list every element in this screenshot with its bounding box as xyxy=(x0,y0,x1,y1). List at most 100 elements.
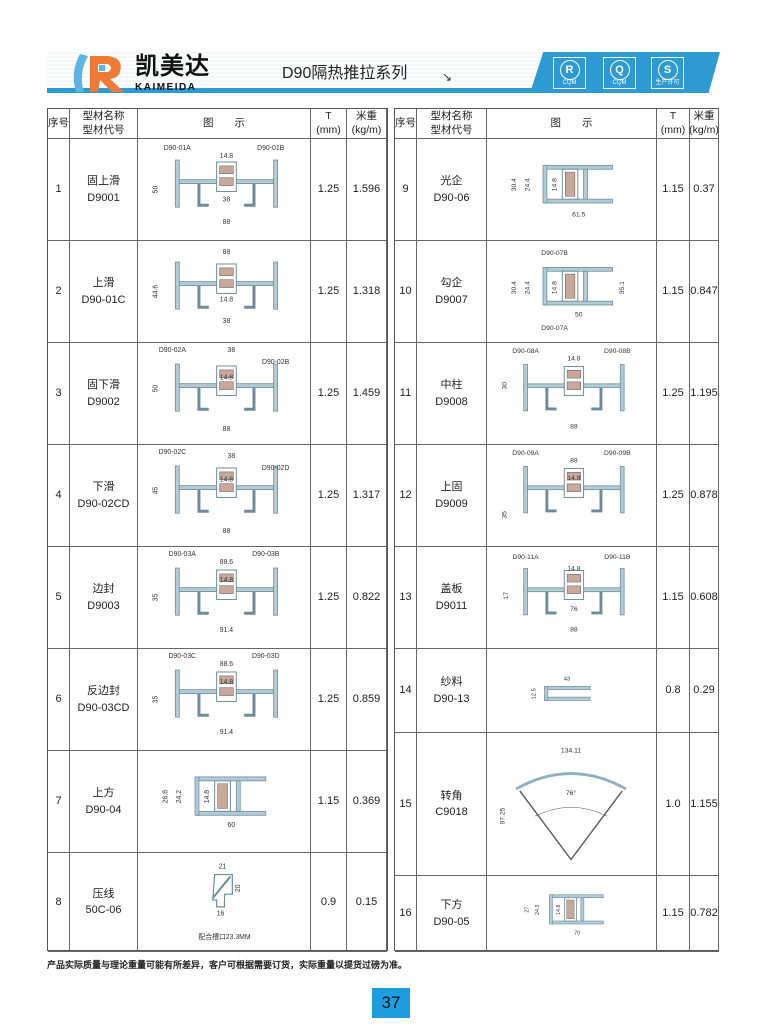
weight-cell: 0.782 xyxy=(690,876,719,952)
dimension-label: 88 xyxy=(570,423,578,430)
thickness-cell: 0.9 xyxy=(311,853,347,952)
dimension-label: D90-08B xyxy=(604,348,631,355)
name-cell: 固下滑 D9002 xyxy=(70,343,138,445)
row-number: 14 xyxy=(399,684,412,697)
thickness-cell: 1.15 xyxy=(657,139,690,241)
profile-code: D9009 xyxy=(435,497,468,510)
profile-code: 50C-06 xyxy=(85,904,122,916)
dimension-label: 88 xyxy=(223,528,231,535)
thickness-cell: 0.8 xyxy=(657,649,690,733)
dimension-label: 88 xyxy=(223,219,231,226)
row-number: 1 xyxy=(55,183,62,196)
column-header-weight: 米重 (kg/m) xyxy=(689,109,719,139)
weight-value: 0.782 xyxy=(690,907,718,920)
profile-shape xyxy=(174,261,278,310)
weight-cell: 1.459 xyxy=(347,343,387,445)
dimension-label: D90-09B xyxy=(604,450,631,457)
row-number: 15 xyxy=(399,797,412,810)
dimension-label: 16 xyxy=(217,911,225,918)
row-number: 16 xyxy=(399,907,412,920)
profile-code: D9002 xyxy=(87,395,120,408)
profile-name: 转角 xyxy=(440,789,463,802)
no-cell: 10 xyxy=(395,241,417,343)
row-number: 7 xyxy=(55,795,62,808)
dimension-label: D90-09A xyxy=(512,450,539,457)
thickness-value: 1.25 xyxy=(317,489,340,502)
dimension-label: 38 xyxy=(223,196,231,203)
dimension-label: 30 xyxy=(501,382,508,390)
header-rule xyxy=(47,88,692,93)
profile-shape xyxy=(174,363,278,412)
weight-cell: 1.195 xyxy=(690,343,719,445)
row-number: 9 xyxy=(402,183,409,196)
profile-name: 固下滑 xyxy=(87,379,120,391)
thickness-cell: 1.25 xyxy=(311,445,347,547)
cert-mark: Q xyxy=(609,59,630,80)
weight-value: 0.369 xyxy=(352,795,381,808)
row-number: 6 xyxy=(55,693,62,706)
weight-value: 0.847 xyxy=(690,285,718,298)
name-cell: 光企 D90-06 xyxy=(417,139,487,241)
row-number: 5 xyxy=(55,591,62,604)
dimension-label: 14.8 xyxy=(552,281,559,294)
dimension-label: 20 xyxy=(235,884,242,892)
profile-code: D9001 xyxy=(87,191,120,204)
row-number: 4 xyxy=(55,489,62,502)
dimension-label: D90-02D xyxy=(262,465,290,472)
dimension-label: D90-02A xyxy=(159,347,187,354)
no-cell: 15 xyxy=(395,733,417,876)
dimension-label: 50 xyxy=(153,385,160,393)
profile-code: D90-02CD xyxy=(77,497,130,510)
dimension-label: 14.8 xyxy=(220,375,234,382)
profile-name: 光企 xyxy=(440,175,463,187)
profile-code: D9003 xyxy=(87,599,120,612)
row-number: 8 xyxy=(55,895,62,908)
weight-value: 1.195 xyxy=(690,387,718,400)
dimension-label: 61.5 xyxy=(572,212,585,219)
profile-name: 下方 xyxy=(440,899,463,911)
dimension-label: D90-01B xyxy=(257,145,285,152)
dimension-label: 35.1 xyxy=(619,281,626,294)
thickness-value: 1.25 xyxy=(317,285,340,298)
dimension-label: D90-02B xyxy=(262,359,290,366)
profile-name: 上方 xyxy=(92,787,115,799)
thickness-cell: 1.15 xyxy=(311,751,347,853)
no-cell: 4 xyxy=(48,445,70,547)
weight-cell: 0.878 xyxy=(690,445,719,547)
weight-value: 0.608 xyxy=(690,591,718,604)
dimension-label: 76° xyxy=(566,789,577,797)
dimension-label: 44.6 xyxy=(153,285,160,299)
no-cell: 5 xyxy=(48,547,70,649)
weight-value: 0.29 xyxy=(693,684,715,697)
dimension-label: D90-01A xyxy=(164,145,192,152)
profile-code: D90-01C xyxy=(81,293,126,306)
brand-name: 凯美达 xyxy=(135,53,210,80)
thickness-cell: 1.25 xyxy=(311,343,347,445)
dimension-label: 26.8 xyxy=(162,790,169,804)
weight-cell: 0.37 xyxy=(690,139,719,241)
profile-code: D90-06 xyxy=(433,191,470,204)
no-cell: 11 xyxy=(395,343,417,445)
weight-cell: 0.15 xyxy=(347,853,387,952)
profile-name: 中柱 xyxy=(440,379,463,391)
dimension-label: 88 xyxy=(223,426,231,433)
weight-cell: 0.847 xyxy=(690,241,719,343)
dimension-label: 17 xyxy=(503,592,510,600)
profile-name: 上固 xyxy=(440,481,463,493)
header-band xyxy=(47,52,547,92)
dimension-label: D90-08A xyxy=(512,348,539,355)
